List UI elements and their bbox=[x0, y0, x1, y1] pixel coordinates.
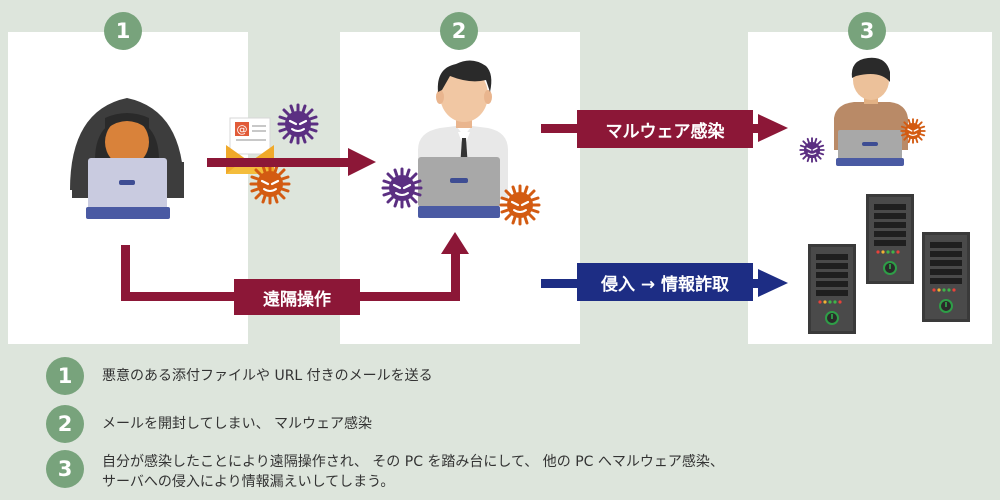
legend-item-1: 1 悪意のある添付ファイルや URL 付きのメールを送る bbox=[46, 357, 433, 395]
legend-number: 1 bbox=[46, 357, 84, 395]
server-icon bbox=[921, 231, 971, 323]
malware-virus-icon bbox=[900, 118, 926, 144]
legend-item-3: 3 自分が感染したことにより遠隔操作され、 その PC を踏み台にして、 他の … bbox=[46, 450, 724, 492]
legend-item-2: 2 メールを開封してしまい、 マルウェア感染 bbox=[46, 405, 372, 443]
malware-virus-icon bbox=[277, 103, 319, 145]
legend-number: 3 bbox=[46, 450, 84, 488]
at-symbol: @ bbox=[237, 123, 248, 136]
malware-virus-icon bbox=[799, 137, 825, 163]
legend-text-continued: サーバへの侵入により情報漏えいしてしまう。 bbox=[102, 474, 395, 490]
step-2-badge: 2 bbox=[440, 12, 478, 50]
server-icon bbox=[807, 243, 857, 335]
legend-text: メールを開封してしまい、 マルウェア感染 bbox=[102, 416, 373, 432]
step-3-badge: 3 bbox=[848, 12, 886, 50]
legend-number: 2 bbox=[46, 405, 84, 443]
legend-text: 自分が感染したことにより遠隔操作され、 その PC を踏み台にして、 他の PC… bbox=[102, 454, 724, 470]
email-arrow bbox=[207, 148, 376, 176]
intrusion-theft-label: 侵入 → 情報詐取 bbox=[577, 263, 753, 301]
hacker-icon bbox=[70, 98, 184, 219]
legend-text: 悪意のある添付ファイルや URL 付きのメールを送る bbox=[102, 368, 433, 384]
step-1-badge: 1 bbox=[104, 12, 142, 50]
office-worker-icon bbox=[418, 60, 508, 218]
malware-virus-icon bbox=[249, 163, 291, 205]
remote-control-label: 遠隔操作 bbox=[234, 279, 360, 315]
malware-infection-label: マルウェア感染 bbox=[577, 110, 753, 148]
server-icon bbox=[865, 193, 915, 285]
malware-virus-icon bbox=[381, 167, 423, 209]
other-pc-user-icon bbox=[834, 57, 908, 166]
malware-virus-icon bbox=[499, 184, 541, 226]
